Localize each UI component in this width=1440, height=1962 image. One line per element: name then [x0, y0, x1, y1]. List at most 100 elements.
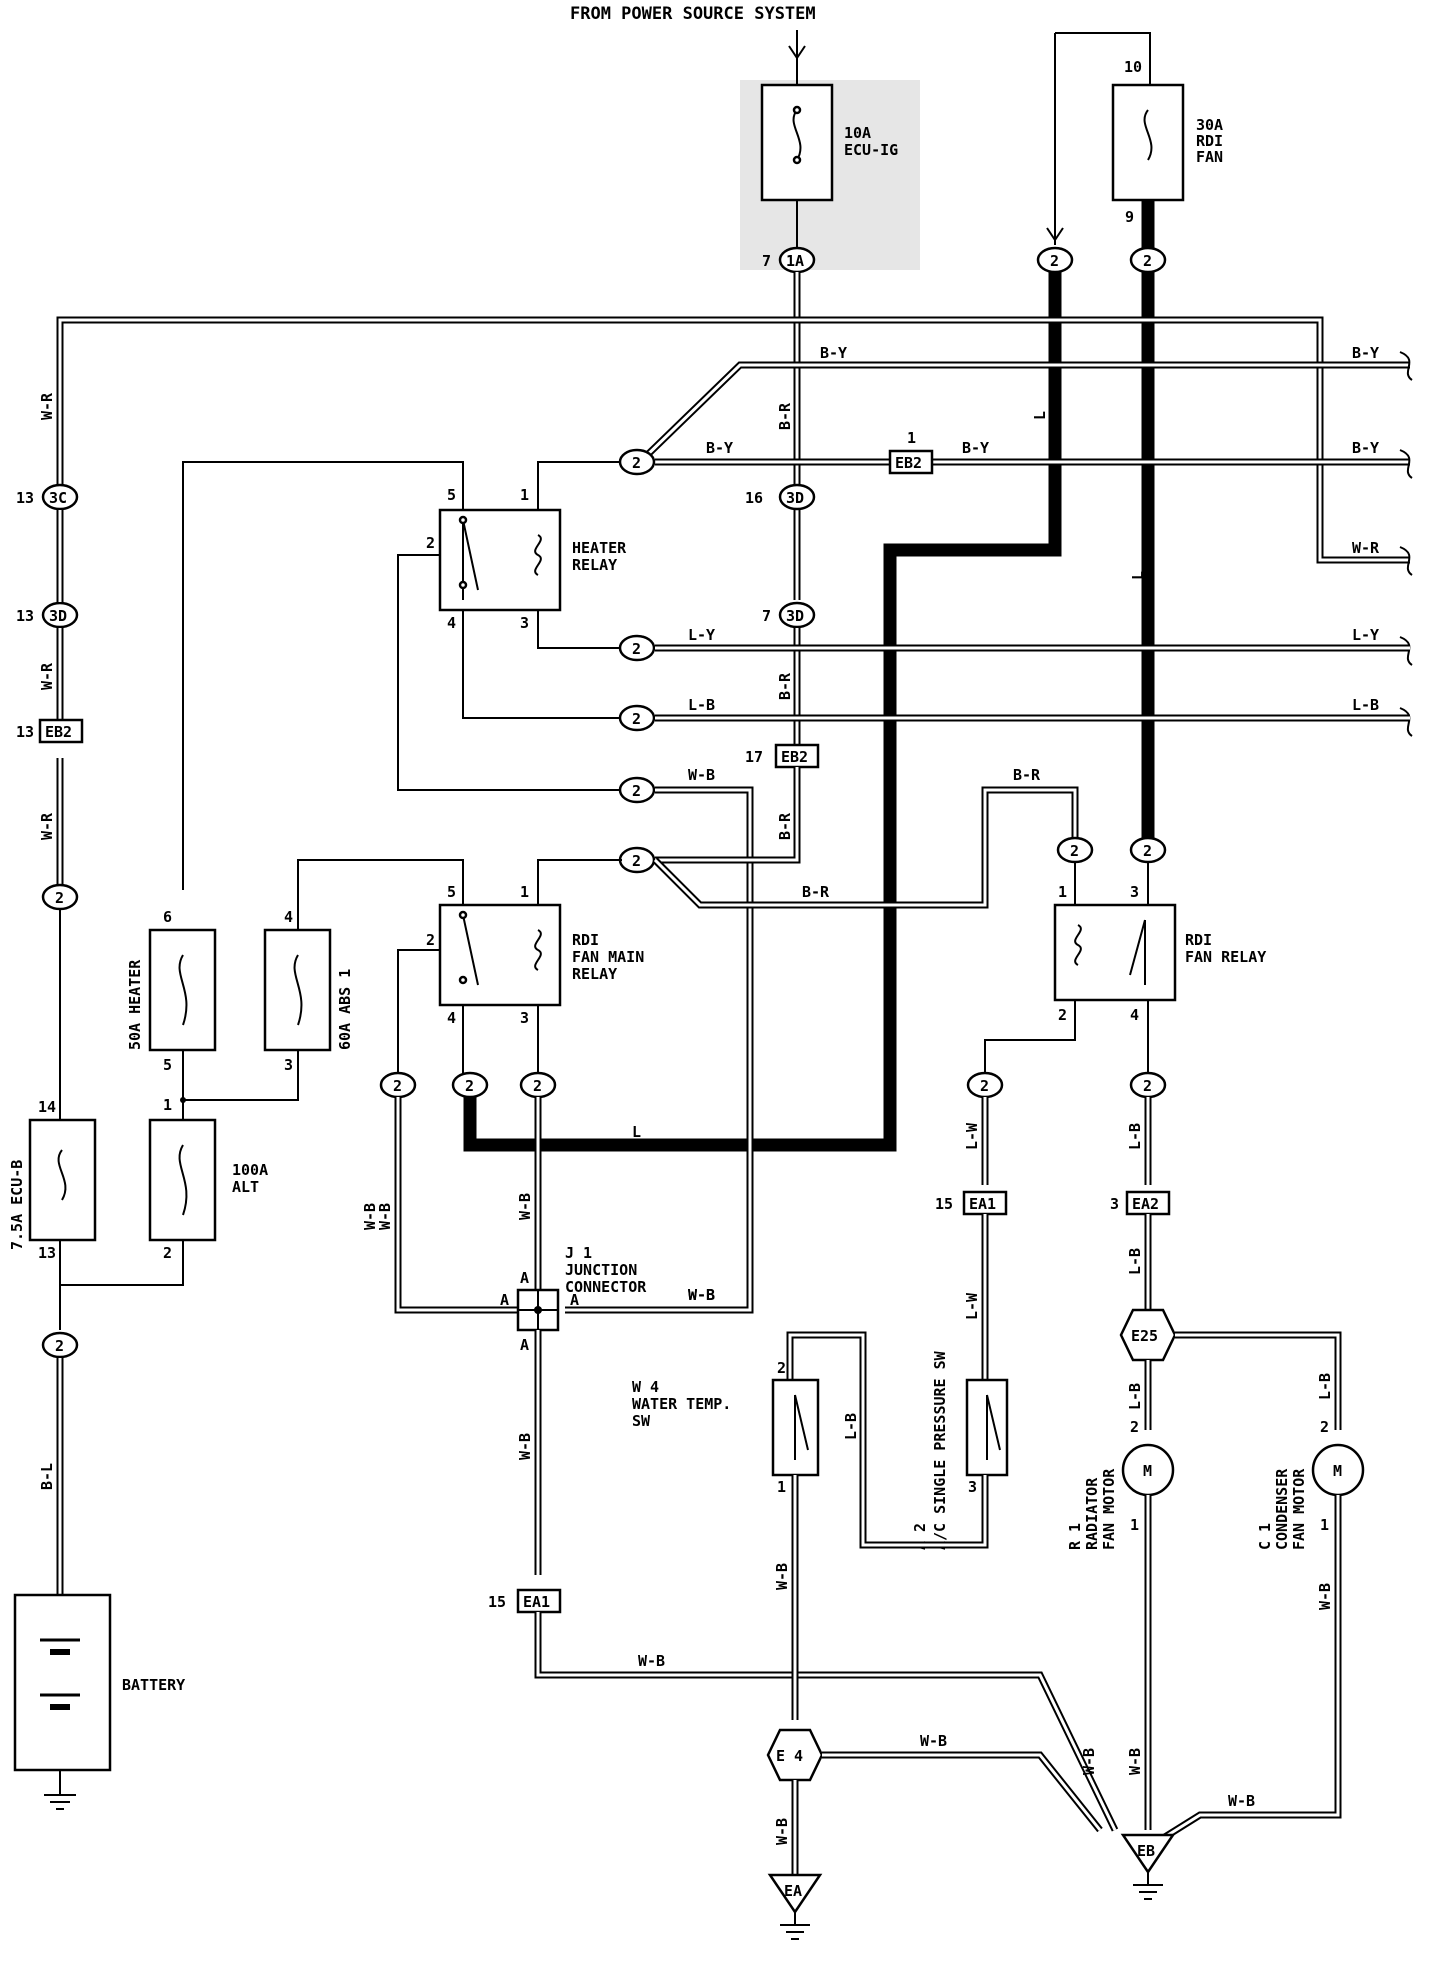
svg-text:RDI: RDI	[572, 931, 599, 949]
svg-text:L: L	[632, 1123, 641, 1141]
svg-text:B-R: B-R	[776, 812, 794, 840]
svg-text:C 1: C 1	[1256, 1523, 1274, 1550]
svg-text:A: A	[570, 1291, 579, 1309]
svg-text:RDI: RDI	[1185, 931, 1212, 949]
svg-text:M: M	[1333, 1462, 1342, 1480]
svg-text:L-Y: L-Y	[1352, 626, 1379, 644]
connector-3c: 3C 13	[16, 483, 79, 511]
svg-text:100A: 100A	[232, 1161, 268, 1179]
ac-single-pressure-switch: 3 A 2 A/C SINGLE PRESSURE SW	[911, 1350, 1009, 1550]
svg-text:W-B: W-B	[1126, 1748, 1144, 1775]
wire-l-thick	[463, 270, 1062, 1152]
svg-text:EA2: EA2	[1132, 1195, 1159, 1213]
svg-text:13: 13	[16, 723, 34, 741]
svg-text:13: 13	[16, 489, 34, 507]
svg-text:A/C SINGLE PRESSURE SW: A/C SINGLE PRESSURE SW	[931, 1350, 949, 1550]
j1-junction-connector: A A A A J 1 JUNCTION CONNECTOR	[500, 1244, 647, 1354]
svg-text:2: 2	[632, 640, 641, 658]
heater-fuse: 6 5 50A HEATER	[126, 908, 217, 1074]
svg-text:L-B: L-B	[688, 696, 715, 714]
connector-3d-left: 3D 13	[16, 601, 79, 629]
diagram-title: FROM POWER SOURCE SYSTEM	[570, 4, 816, 24]
svg-text:2: 2	[426, 931, 435, 949]
svg-text:L: L	[1129, 571, 1147, 580]
svg-text:4: 4	[447, 614, 456, 632]
svg-text:W-B: W-B	[688, 1286, 715, 1304]
svg-text:W-R: W-R	[38, 662, 56, 690]
svg-text:R 1: R 1	[1066, 1523, 1084, 1550]
rdi-fan-relay: 1 3 2 4 RDI FAN RELAY	[1053, 883, 1266, 1024]
svg-text:CONDENSER: CONDENSER	[1273, 1468, 1291, 1550]
svg-text:10A: 10A	[844, 124, 871, 142]
svg-text:W-B: W-B	[376, 1203, 394, 1230]
svg-text:B-R: B-R	[776, 402, 794, 430]
svg-text:ECU-IG: ECU-IG	[844, 141, 898, 159]
connector-eb2-left: EB2 13	[16, 718, 84, 744]
svg-text:1: 1	[777, 1478, 786, 1496]
radiator-fan-motor: M 2 1 R 1 RADIATOR FAN MOTOR	[1066, 1418, 1175, 1550]
svg-text:2: 2	[1050, 252, 1059, 270]
svg-text:W-B: W-B	[688, 1286, 715, 1304]
svg-text:2: 2	[1058, 1006, 1067, 1024]
svg-text:W-B: W-B	[1228, 1792, 1255, 1810]
svg-text:2: 2	[55, 1337, 64, 1355]
connector-3d-17: 3D 16	[745, 483, 816, 511]
svg-text:2: 2	[1320, 1418, 1329, 1436]
svg-text:3D: 3D	[786, 607, 804, 625]
svg-text:3: 3	[968, 1478, 977, 1496]
svg-text:EA1: EA1	[523, 1593, 550, 1611]
svg-text:B-R: B-R	[1013, 766, 1041, 784]
svg-text:2: 2	[632, 852, 641, 870]
svg-text:EB2: EB2	[45, 723, 72, 741]
svg-text:W-B: W-B	[1080, 1748, 1098, 1775]
svg-text:E 4: E 4	[776, 1747, 803, 1765]
svg-text:L-B: L-B	[1126, 1123, 1144, 1150]
svg-text:17: 17	[745, 748, 763, 766]
svg-text:B-Y: B-Y	[1352, 439, 1379, 457]
svg-text:B-R: B-R	[802, 883, 830, 901]
svg-text:CONNECTOR: CONNECTOR	[565, 1278, 647, 1296]
svg-text:2: 2	[426, 534, 435, 552]
connector-eb2-24: EB2 17	[745, 743, 820, 769]
svg-text:7: 7	[762, 607, 771, 625]
svg-text:FAN RELAY: FAN RELAY	[1185, 948, 1266, 966]
svg-text:13: 13	[38, 1244, 56, 1262]
svg-text:B-L: B-L	[38, 1463, 56, 1490]
svg-text:3: 3	[1130, 883, 1139, 901]
svg-text:2: 2	[533, 1077, 542, 1095]
svg-text:L-B: L-B	[1352, 696, 1379, 714]
svg-text:EA1: EA1	[969, 1195, 996, 1213]
svg-text:RADIATOR: RADIATOR	[1083, 1477, 1101, 1550]
svg-text:W 4: W 4	[632, 1378, 659, 1396]
svg-text:3: 3	[284, 1056, 293, 1074]
rdi-fan-main-relay: 5 1 2 4 3 RDI FAN MAIN RELAY	[426, 883, 644, 1027]
svg-text:W-B: W-B	[1316, 1583, 1334, 1610]
svg-text:W-R: W-R	[38, 812, 56, 840]
svg-text:3: 3	[520, 614, 529, 632]
svg-text:1: 1	[520, 486, 529, 504]
connector-2-battery: 2	[41, 1331, 79, 1359]
svg-text:W-B: W-B	[773, 1818, 791, 1845]
svg-text:6: 6	[163, 908, 172, 926]
connector-eb2-by: EB2 1	[888, 429, 934, 475]
svg-text:W-B: W-B	[638, 1652, 665, 1670]
svg-text:W-B: W-B	[516, 1433, 534, 1460]
connector-2-top-b: 2	[1129, 246, 1167, 274]
svg-text:B-R: B-R	[776, 672, 794, 700]
svg-text:W-B: W-B	[773, 1563, 791, 1590]
svg-text:1: 1	[520, 883, 529, 901]
svg-text:RELAY: RELAY	[572, 556, 617, 574]
svg-text:9: 9	[1125, 208, 1134, 226]
svg-text:2: 2	[1143, 842, 1152, 860]
heater-relay: 5 1 2 4 3 HEATER RELAY	[426, 486, 627, 632]
svg-text:30A: 30A	[1196, 116, 1223, 134]
svg-text:ALT: ALT	[232, 1178, 259, 1196]
svg-text:RDI: RDI	[1196, 132, 1223, 150]
svg-text:16: 16	[745, 489, 763, 507]
ground-eb: EB	[1120, 1833, 1176, 1900]
svg-text:7: 7	[762, 252, 771, 270]
svg-text:2: 2	[393, 1077, 402, 1095]
svg-text:B-Y: B-Y	[820, 344, 847, 362]
svg-text:W-R: W-R	[1352, 539, 1380, 557]
